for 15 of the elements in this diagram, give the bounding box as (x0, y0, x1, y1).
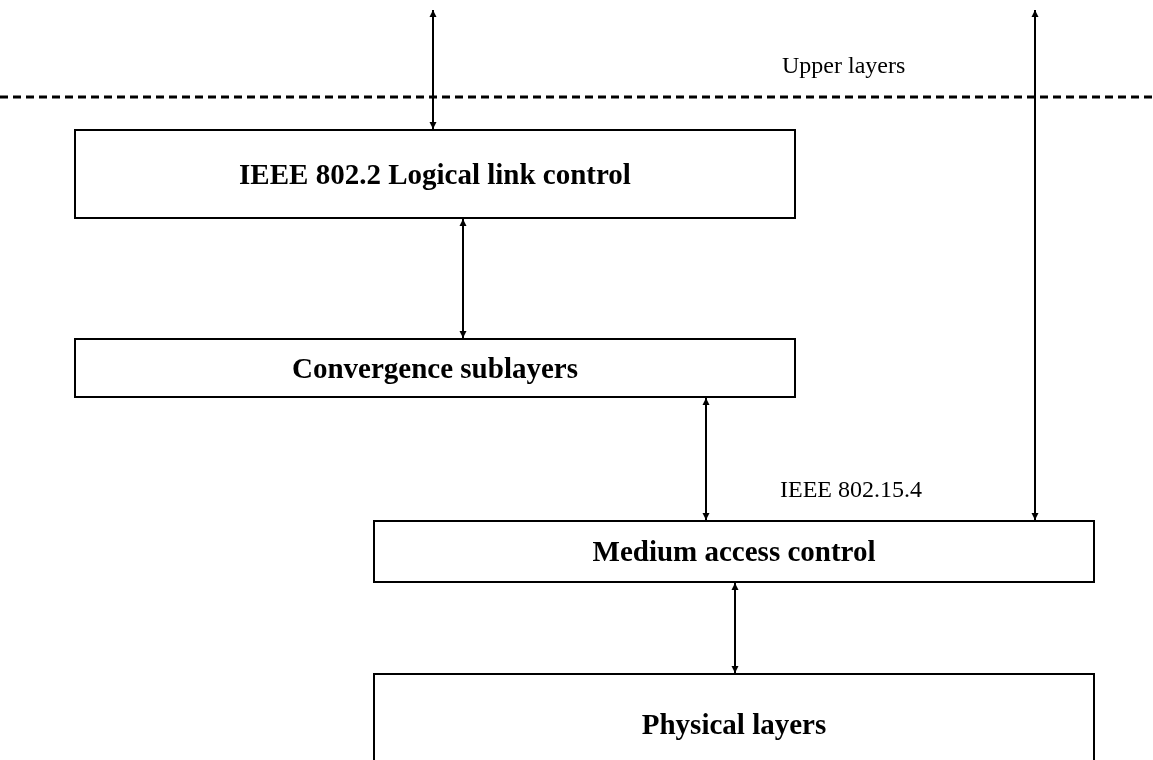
layer-label: Upper layers (782, 52, 906, 79)
double-arrow (459, 218, 467, 339)
double-arrow (429, 9, 437, 130)
double-arrow (702, 397, 710, 521)
layer-name: Convergence sublayers (292, 351, 578, 385)
layer-name: Physical layers (641, 707, 827, 741)
double-arrow (1031, 9, 1039, 521)
layer-caption: IEEE 802.15.4 (780, 476, 922, 503)
layer-name: Medium access control (592, 535, 876, 568)
layer-box (74, 338, 796, 398)
layer-name: IEEE 802.2 Logical link control (239, 157, 631, 191)
layer-box (74, 129, 796, 219)
layer-box (373, 673, 1095, 760)
double-arrow (731, 582, 739, 674)
layer-box (373, 520, 1095, 583)
